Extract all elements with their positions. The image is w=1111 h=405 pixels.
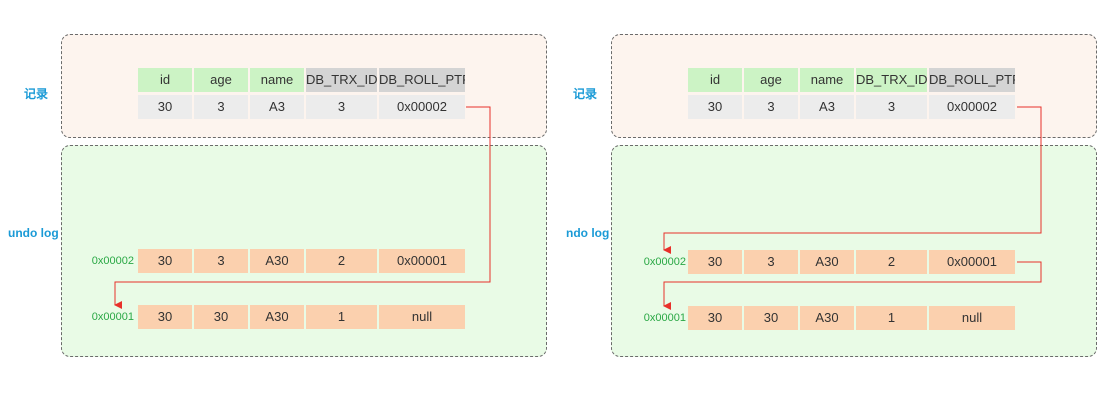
record-id: 30 xyxy=(138,95,192,119)
roll-ptr-arrow xyxy=(663,106,1042,254)
header-db-trx-id: DB_TRX_ID xyxy=(856,68,927,92)
undo-age: 30 xyxy=(744,306,798,330)
undo-id: 30 xyxy=(138,249,192,273)
header-name: name xyxy=(250,68,304,92)
header-db-roll-ptr: DB_ROLL_PTR xyxy=(929,68,1015,92)
header-id: id xyxy=(138,68,192,92)
roll-ptr-arrow xyxy=(114,106,491,309)
undo-address: 0x00001 xyxy=(91,311,134,323)
undo-age: 3 xyxy=(744,250,798,274)
header-db-roll-ptr: DB_ROLL_PTR xyxy=(379,68,465,92)
header-db-trx-id: DB_TRX_ID xyxy=(306,68,377,92)
record-value-row: 30 3 A3 3 0x00002 xyxy=(688,95,1015,119)
undo-name: A30 xyxy=(800,306,854,330)
undo-row: 30 3 A30 2 0x00001 xyxy=(688,250,1015,274)
undo-id: 30 xyxy=(138,305,192,329)
undo-address: 0x00002 xyxy=(91,255,134,267)
undo-trx-id: 2 xyxy=(856,250,927,274)
header-age: age xyxy=(194,68,248,92)
undo-name: A30 xyxy=(800,250,854,274)
record-roll-ptr: 0x00002 xyxy=(929,95,1015,119)
record-header-row: id age name DB_TRX_ID DB_ROLL_PTR xyxy=(138,68,465,92)
record-trx-id: 3 xyxy=(306,95,377,119)
undo-address: 0x00001 xyxy=(643,312,686,324)
record-label: 记录 xyxy=(573,87,598,101)
record-name: A3 xyxy=(800,95,854,119)
undo-age: 30 xyxy=(194,305,248,329)
undo-name: A30 xyxy=(250,305,304,329)
undo-row: 30 3 A30 2 0x00001 xyxy=(138,249,465,273)
undo-roll-ptr: null xyxy=(929,306,1015,330)
undo-trx-id: 1 xyxy=(856,306,927,330)
undo-address: 0x00002 xyxy=(643,256,686,268)
undo-row: 30 30 A30 1 null xyxy=(688,306,1015,330)
undo-roll-ptr: null xyxy=(379,305,465,329)
header-age: age xyxy=(744,68,798,92)
undo-chain-arrow xyxy=(663,261,1042,310)
record-value-row: 30 3 A3 3 0x00002 xyxy=(138,95,465,119)
undo-name: A30 xyxy=(250,249,304,273)
undo-trx-id: 1 xyxy=(306,305,377,329)
record-age: 3 xyxy=(744,95,798,119)
record-label: 记录 xyxy=(24,87,49,101)
undo-log-label: undo log xyxy=(8,226,59,240)
record-header-row: id age name DB_TRX_ID DB_ROLL_PTR xyxy=(688,68,1015,92)
undo-log-label: ndo log xyxy=(566,226,610,240)
record-age: 3 xyxy=(194,95,248,119)
undo-id: 30 xyxy=(688,250,742,274)
record-name: A3 xyxy=(250,95,304,119)
header-id: id xyxy=(688,68,742,92)
undo-age: 3 xyxy=(194,249,248,273)
record-roll-ptr: 0x00002 xyxy=(379,95,465,119)
undo-roll-ptr: 0x00001 xyxy=(379,249,465,273)
record-id: 30 xyxy=(688,95,742,119)
record-trx-id: 3 xyxy=(856,95,927,119)
header-name: name xyxy=(800,68,854,92)
undo-id: 30 xyxy=(688,306,742,330)
undo-row: 30 30 A30 1 null xyxy=(138,305,465,329)
undo-trx-id: 2 xyxy=(306,249,377,273)
undo-roll-ptr: 0x00001 xyxy=(929,250,1015,274)
